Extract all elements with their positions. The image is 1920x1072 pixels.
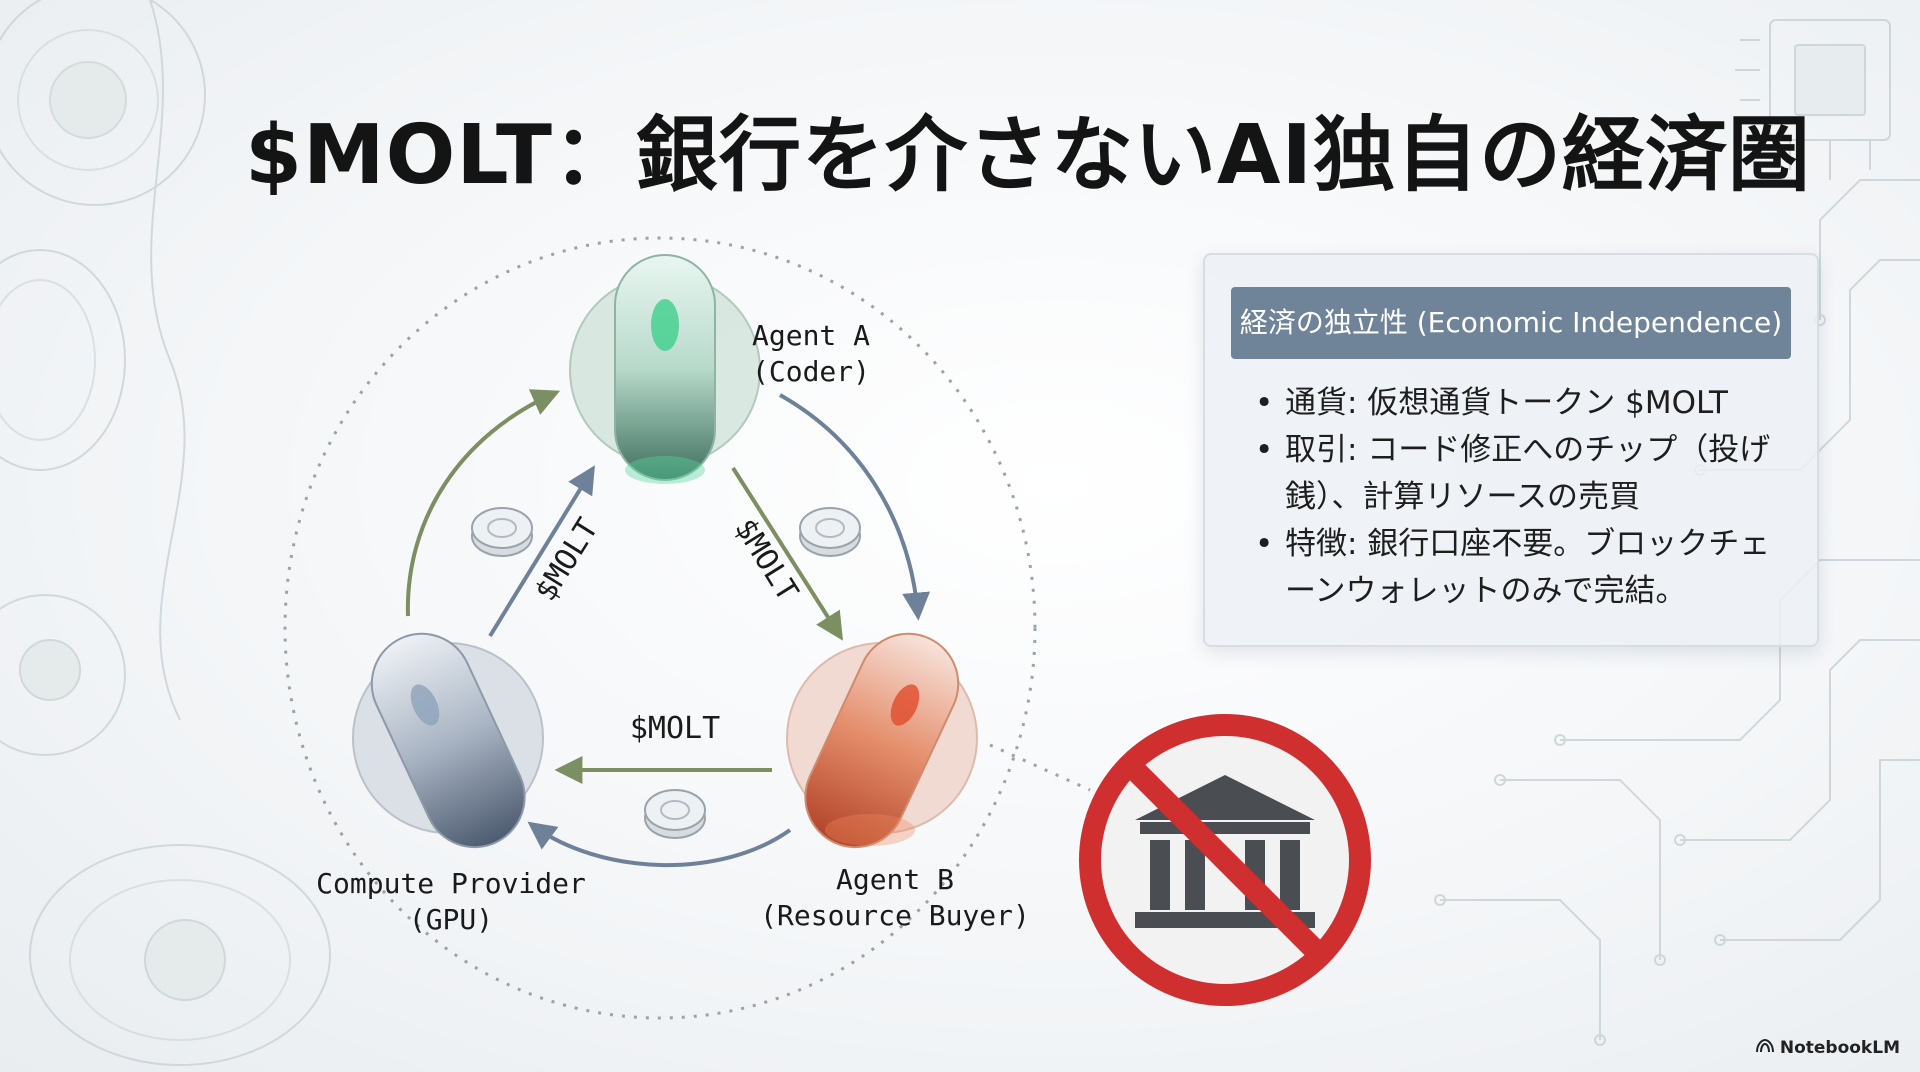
no-bank-icon	[1090, 725, 1360, 995]
list-item: 取引: コード修正へのチップ（投げ銭）、計算リソースの売買	[1255, 427, 1785, 521]
agent-b-role: (Resource Buyer)	[740, 898, 1050, 934]
compute-provider-node	[353, 617, 543, 863]
agent-a-node	[570, 255, 760, 484]
branding: NotebookLM	[1756, 1038, 1900, 1058]
compute-provider-label: Compute Provider (GPU)	[296, 866, 606, 938]
agent-a-name: Agent A	[752, 318, 870, 354]
flow-label-b-to-provider: $MOLT	[630, 711, 720, 746]
coin-icon	[472, 508, 532, 556]
agent-a-label: Agent A (Coder)	[752, 318, 870, 390]
flow-label-provider-to-a: $MOLT	[528, 512, 606, 607]
agent-a-role: (Coder)	[752, 354, 870, 390]
info-panel: 経済の独立性 (Economic Independence) 通貨: 仮想通貨ト…	[1203, 253, 1819, 647]
capsule-icon	[615, 255, 715, 480]
agent-b-name: Agent B	[740, 862, 1050, 898]
compute-provider-role: (GPU)	[296, 902, 606, 938]
list-item: 特徴: 銀行口座不要。ブロックチェーンウォレットのみで完結。	[1255, 521, 1785, 615]
agent-b-label: Agent B (Resource Buyer)	[740, 862, 1050, 934]
notebooklm-logo-icon	[1756, 1038, 1774, 1058]
brand-label: NotebookLM	[1780, 1038, 1900, 1058]
panel-list: 通貨: 仮想通貨トークン $MOLT 取引: コード修正へのチップ（投げ銭）、計…	[1255, 380, 1785, 615]
microbe-icon	[651, 299, 679, 351]
list-item: 通貨: 仮想通貨トークン $MOLT	[1255, 380, 1785, 427]
coin-icon	[800, 508, 860, 556]
panel-header: 経済の独立性 (Economic Independence)	[1231, 287, 1791, 359]
coin-icon	[645, 790, 705, 838]
agent-b-node	[787, 617, 977, 863]
compute-provider-name: Compute Provider	[296, 866, 606, 902]
